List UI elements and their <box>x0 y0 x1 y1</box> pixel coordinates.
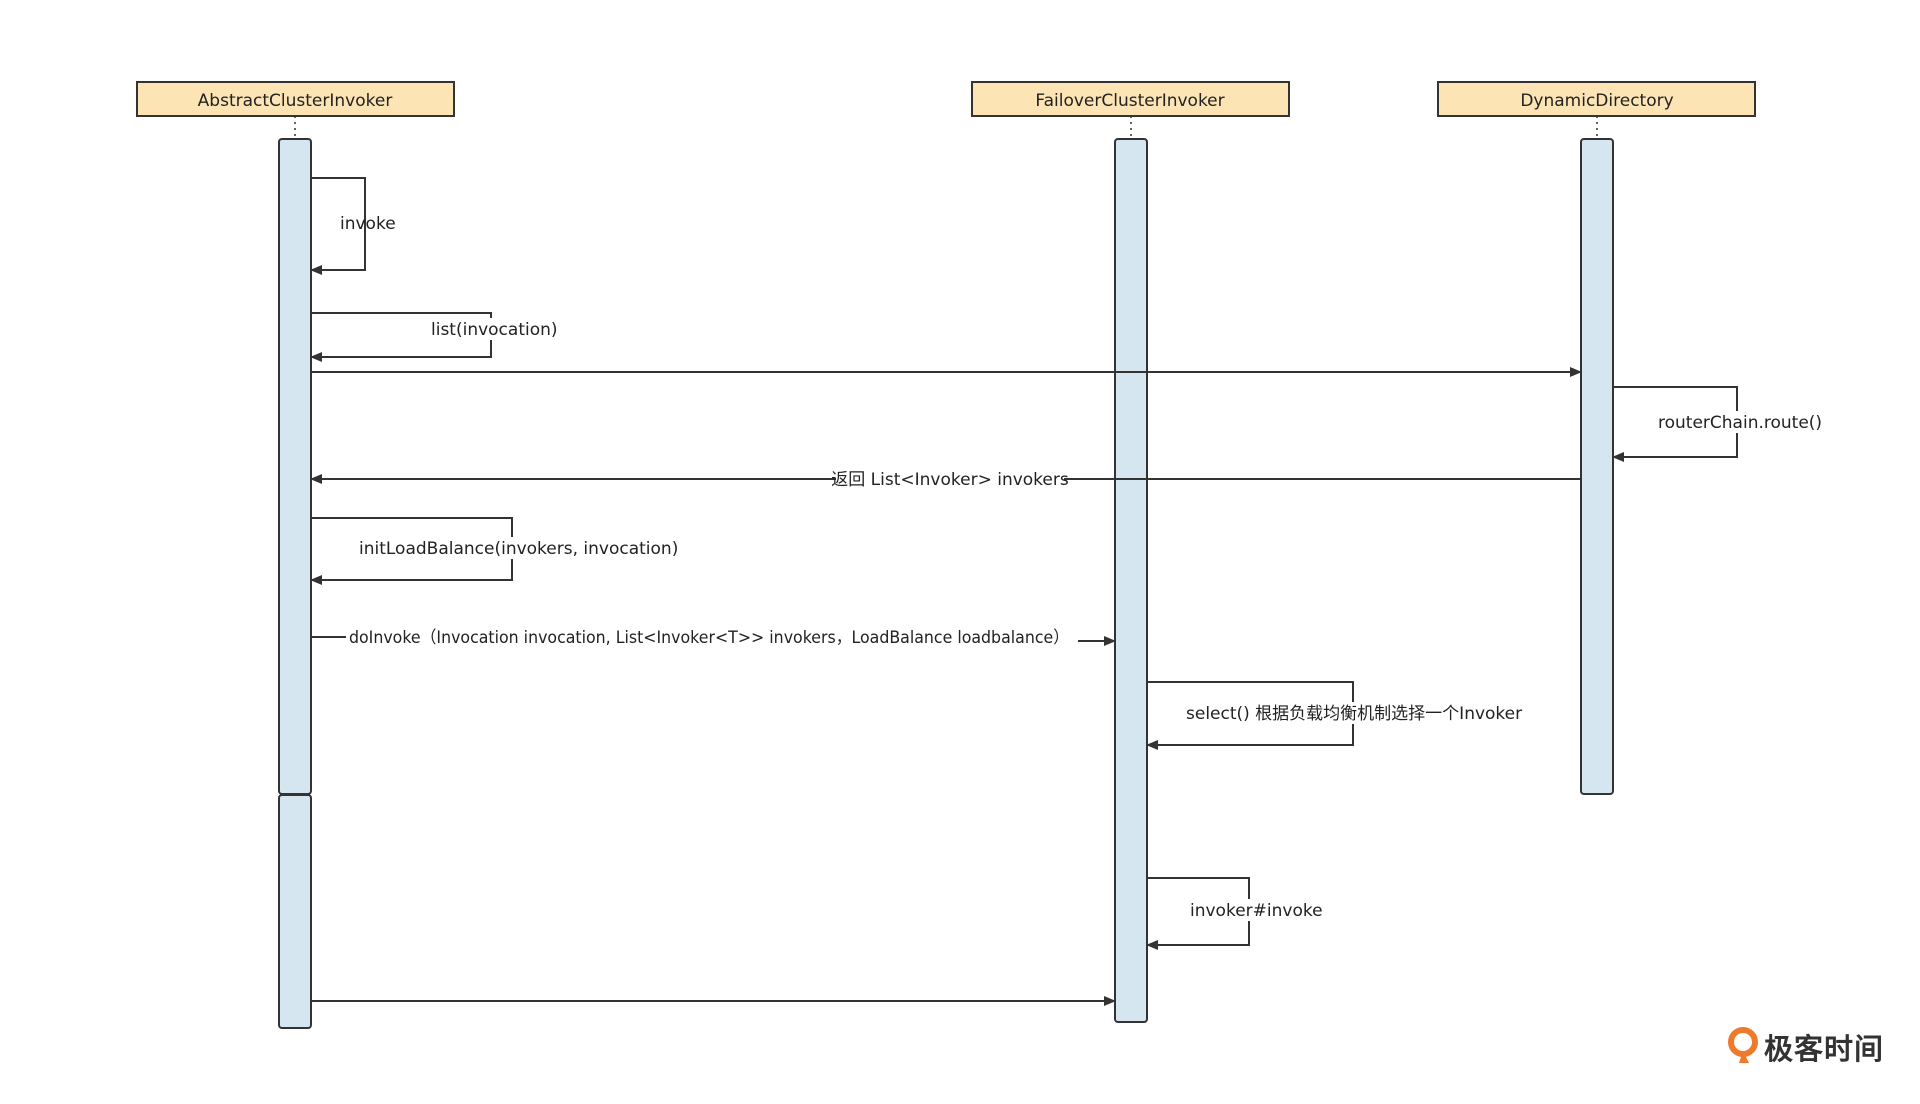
message-invoke-label: invoke <box>340 214 396 234</box>
activation-abstract-2 <box>278 794 312 1029</box>
message-init-lb: initLoadBalance(invokers, invocation) <box>310 517 678 585</box>
message-select: select() 根据负载均衡机制选择一个Invoker <box>1146 681 1522 750</box>
message-list: list(invocation) <box>310 312 558 362</box>
geektime-logo-icon <box>1728 1027 1758 1063</box>
participant-directory-label: DynamicDirectory <box>1520 91 1673 111</box>
participant-directory: DynamicDirectory <box>1437 81 1756 117</box>
message-route-label: routerChain.route() <box>1658 413 1822 433</box>
message-do-invoke: doInvoke（Invocation invocation, List<Inv… <box>311 628 1116 648</box>
message-select-label: select() 根据负载均衡机制选择一个Invoker <box>1186 704 1522 724</box>
message-do-invoke-label: doInvoke（Invocation invocation, List<Inv… <box>349 628 1069 648</box>
message-invoke: invoke <box>310 177 396 275</box>
message-return-invokers-label: 返回 List<Invoker> invokers <box>831 470 1069 490</box>
message-return-invokers: 返回 List<Invoker> invokers <box>310 468 1581 490</box>
participant-abstract: AbstractClusterInvoker <box>136 81 455 117</box>
activation-directory <box>1580 138 1614 795</box>
participant-failover: FailoverClusterInvoker <box>971 81 1290 117</box>
message-list-label: list(invocation) <box>431 320 558 340</box>
message-invoker-invoke-label: invoker#invoke <box>1190 901 1323 921</box>
participant-abstract-label: AbstractClusterInvoker <box>198 91 393 111</box>
activation-abstract-1 <box>278 138 312 795</box>
brand-watermark: 极客时间 <box>1728 1026 1884 1068</box>
brand-text: 极客时间 <box>1764 1032 1885 1066</box>
message-route: routerChain.route() <box>1612 386 1822 462</box>
message-init-lb-label: initLoadBalance(invokers, invocation) <box>359 539 678 559</box>
participant-failover-label: FailoverClusterInvoker <box>1035 91 1224 111</box>
message-invoker-invoke: invoker#invoke <box>1146 877 1323 950</box>
activation-failover <box>1114 138 1148 1023</box>
